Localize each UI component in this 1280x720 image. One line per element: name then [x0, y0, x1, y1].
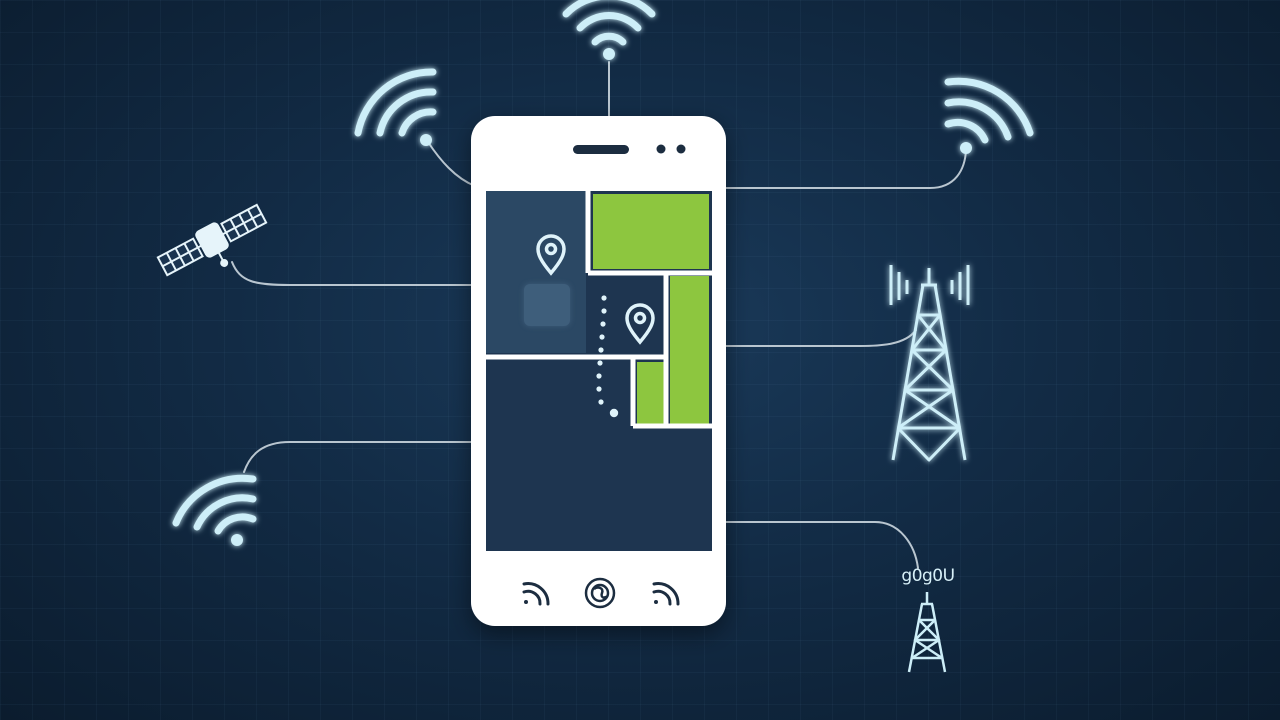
- wifi-icon: [944, 77, 1034, 154]
- map-block-right-column: [670, 276, 709, 424]
- map-roads: [486, 191, 712, 429]
- small-cell-tower-icon: [907, 592, 947, 673]
- map-block-small: [637, 362, 665, 424]
- map-screen: [486, 191, 712, 551]
- phone-sensor: [676, 144, 686, 154]
- satellite-icon: [156, 203, 268, 277]
- phone-camera: [656, 144, 666, 154]
- wifi-icon: [354, 68, 437, 146]
- wifi-icon: [172, 474, 257, 546]
- phone-speaker: [573, 145, 629, 154]
- phone-wifi-icon-left: [522, 582, 550, 606]
- map-region-top-left: [486, 191, 586, 353]
- smartphone-icon: [471, 116, 726, 626]
- highlight-area: [524, 284, 570, 326]
- wifi-icon: [562, 0, 656, 60]
- phone-wifi-icon-right: [652, 582, 680, 606]
- route-dots: [596, 295, 619, 418]
- map-block-top-right: [593, 194, 709, 269]
- globe-icon: [584, 577, 616, 609]
- cell-tower-icon: [889, 265, 970, 462]
- location-pin-icon: [536, 234, 566, 276]
- tower-caption: g0g0U: [901, 566, 955, 586]
- connector-left-wifi: [427, 141, 476, 187]
- location-pin-icon: [625, 303, 655, 345]
